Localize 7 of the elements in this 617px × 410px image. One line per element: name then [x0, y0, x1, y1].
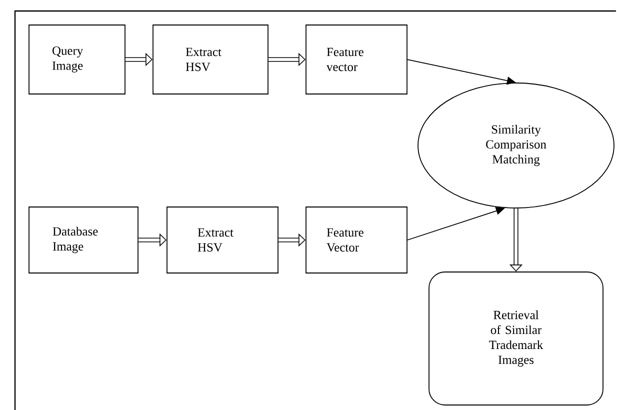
process-box: Database Image [28, 206, 138, 274]
result-box: Retrieval of Similar Trademark Images [428, 272, 604, 406]
process-box: Extract HSV [152, 24, 268, 94]
process-box: Query Image [28, 24, 126, 94]
process-box: Feature vector [306, 24, 408, 94]
process-box: Feature Vector [306, 206, 408, 274]
process-box: Extract HSV [166, 206, 278, 274]
